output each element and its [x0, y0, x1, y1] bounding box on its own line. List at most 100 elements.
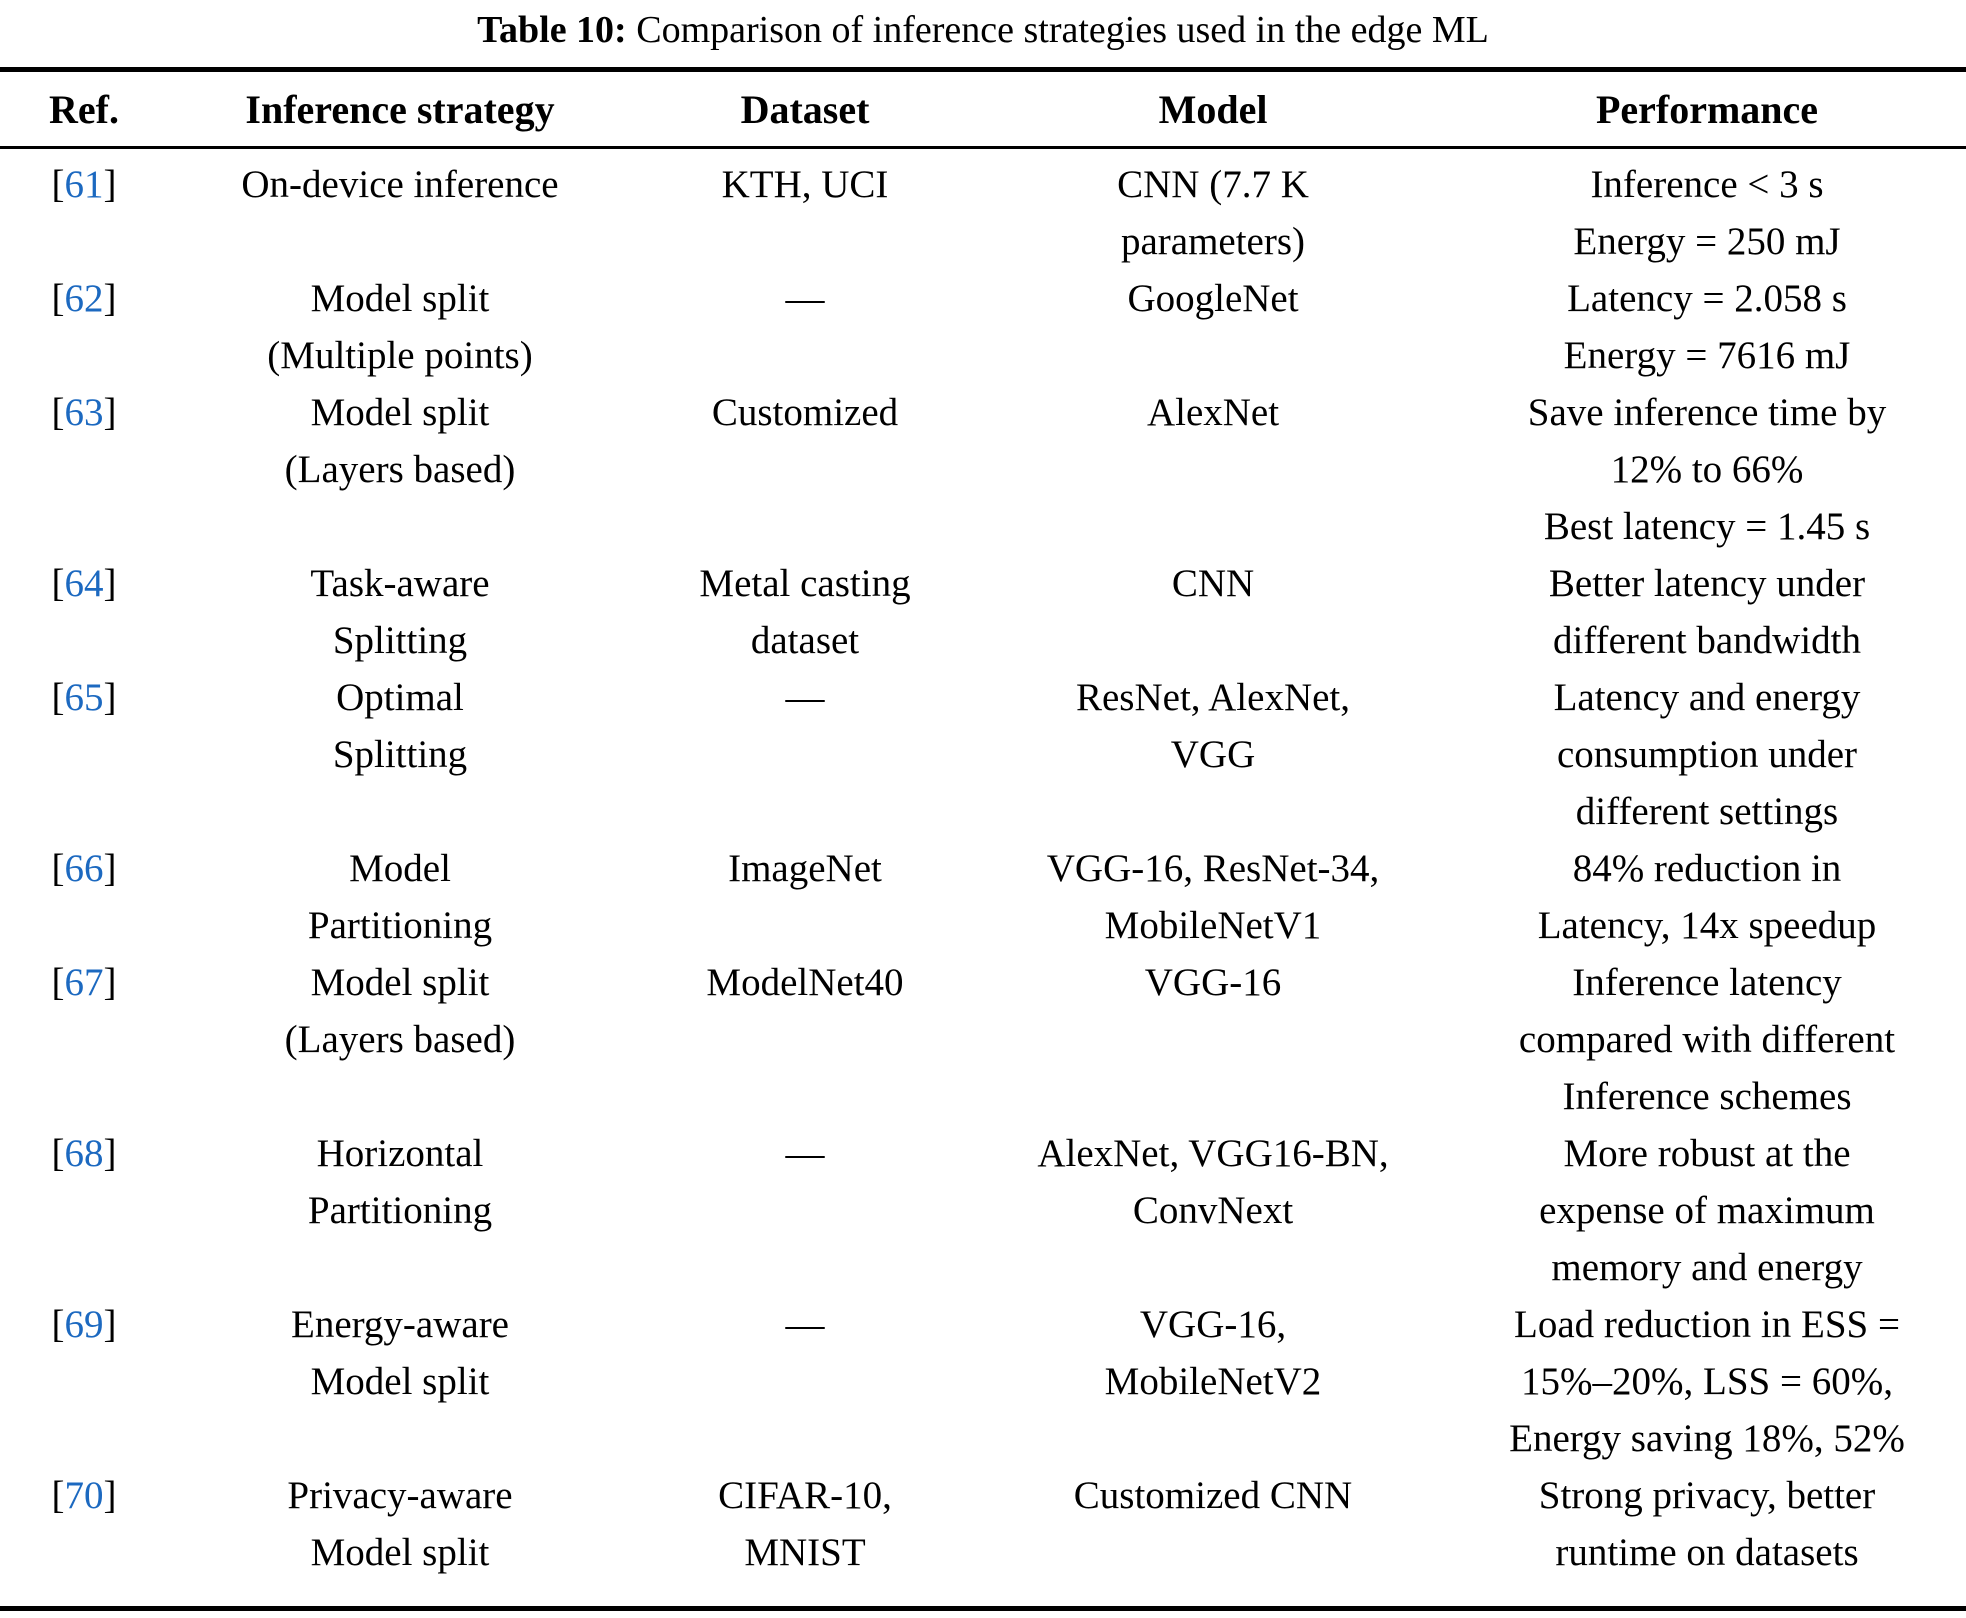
- table-row: [63] Model split (Layers based) Customized A…: [0, 384, 1966, 555]
- strategy-line: Horizontal: [316, 1132, 484, 1175]
- ref-bracket-close: ]: [103, 961, 117, 1004]
- strategy-line: Partitioning: [307, 1189, 493, 1232]
- performance-cell: Strong privacy, better runtime on dataset…: [1448, 1467, 1966, 1581]
- performance-line: Energy saving 18%, 52%: [1509, 1417, 1905, 1460]
- strategy-line: Privacy-aware: [287, 1474, 513, 1517]
- dataset-cell: ImageNet: [632, 840, 978, 897]
- strategy-line: Model split: [310, 1360, 490, 1403]
- ref-bracket-open: [: [51, 1132, 65, 1175]
- model-line: VGG: [1170, 733, 1256, 776]
- performance-line: Strong privacy, better: [1538, 1474, 1876, 1517]
- table-caption: Table 10: Comparison of inference strate…: [0, 4, 1966, 56]
- performance-line: Better latency under: [1548, 562, 1866, 605]
- header-rule: [0, 146, 1966, 149]
- model-cell: Customized CNN: [978, 1467, 1448, 1524]
- ref-link[interactable]: 68: [64, 1132, 104, 1175]
- strategy-line: Splitting: [332, 733, 468, 776]
- dataset-line: —: [785, 277, 825, 320]
- ref-cell: [64]: [0, 555, 168, 612]
- performance-line: Best latency = 1.45 s: [1543, 505, 1871, 548]
- performance-cell: Inference latency compared with different…: [1448, 954, 1966, 1125]
- model-cell: VGG-16: [978, 954, 1448, 1011]
- ref-line: [67]: [0, 954, 168, 1011]
- model-line: CNN: [1171, 562, 1255, 605]
- ref-link[interactable]: 67: [64, 961, 104, 1004]
- performance-line: memory and energy: [1551, 1246, 1863, 1289]
- model-line: Customized CNN: [1073, 1474, 1353, 1517]
- dataset-cell: —: [632, 669, 978, 726]
- dataset-cell: Customized: [632, 384, 978, 441]
- ref-bracket-open: [: [51, 847, 65, 890]
- dataset-line: Customized: [711, 391, 899, 434]
- ref-bracket-open: [: [51, 391, 65, 434]
- ref-cell: [67]: [0, 954, 168, 1011]
- strategy-cell: Model split (Layers based): [168, 954, 632, 1068]
- ref-link[interactable]: 69: [64, 1303, 104, 1346]
- model-cell: AlexNet: [978, 384, 1448, 441]
- ref-bracket-close: ]: [103, 1474, 117, 1517]
- ref-link[interactable]: 66: [64, 847, 104, 890]
- ref-bracket-open: [: [51, 163, 65, 206]
- ref-link[interactable]: 63: [64, 391, 104, 434]
- performance-line: 15%–20%, LSS = 60%,: [1521, 1360, 1893, 1403]
- ref-cell: [63]: [0, 384, 168, 441]
- ref-link[interactable]: 62: [64, 277, 104, 320]
- ref-link[interactable]: 64: [64, 562, 104, 605]
- performance-line: expense of maximum: [1539, 1189, 1875, 1232]
- ref-cell: [69]: [0, 1296, 168, 1353]
- ref-bracket-open: [: [51, 277, 65, 320]
- ref-link[interactable]: 61: [64, 163, 104, 206]
- performance-line: Latency and energy: [1553, 676, 1861, 719]
- strategy-line: Model split: [310, 961, 490, 1004]
- performance-line: runtime on datasets: [1555, 1531, 1859, 1574]
- model-cell: GoogleNet: [978, 270, 1448, 327]
- model-line: ResNet, AlexNet,: [1075, 676, 1351, 719]
- strategy-line: Model split: [310, 391, 490, 434]
- ref-line: [62]: [0, 270, 168, 327]
- strategy-line: Model split: [310, 277, 490, 320]
- strategy-line: (Layers based): [284, 1018, 516, 1061]
- ref-line: [69]: [0, 1296, 168, 1353]
- strategy-line: (Layers based): [284, 448, 516, 491]
- ref-bracket-close: ]: [103, 562, 117, 605]
- dataset-cell: —: [632, 270, 978, 327]
- dataset-cell: —: [632, 1296, 978, 1353]
- performance-line: Latency, 14x speedup: [1537, 904, 1877, 947]
- model-line: AlexNet, VGG16-BN,: [1037, 1132, 1389, 1175]
- performance-line: compared with different: [1518, 1018, 1896, 1061]
- ref-link[interactable]: 65: [64, 676, 104, 719]
- ref-bracket-open: [: [51, 1303, 65, 1346]
- performance-line: different settings: [1575, 790, 1839, 833]
- strategy-line: Task-aware: [310, 562, 490, 605]
- ref-cell: [66]: [0, 840, 168, 897]
- header-model: Model: [1158, 87, 1268, 132]
- header-ref: Ref.: [49, 87, 119, 132]
- ref-cell: [70]: [0, 1467, 168, 1524]
- ref-link[interactable]: 70: [64, 1474, 104, 1517]
- dataset-line: —: [785, 676, 825, 719]
- ref-line: [63]: [0, 384, 168, 441]
- performance-line: Inference < 3 s: [1590, 163, 1824, 206]
- ref-bracket-close: ]: [103, 847, 117, 890]
- performance-line: Latency = 2.058 s: [1567, 277, 1847, 320]
- performance-line: Inference latency: [1572, 961, 1842, 1004]
- dataset-line: MNIST: [744, 1531, 866, 1574]
- ref-cell: [61]: [0, 156, 168, 213]
- ref-bracket-close: ]: [103, 676, 117, 719]
